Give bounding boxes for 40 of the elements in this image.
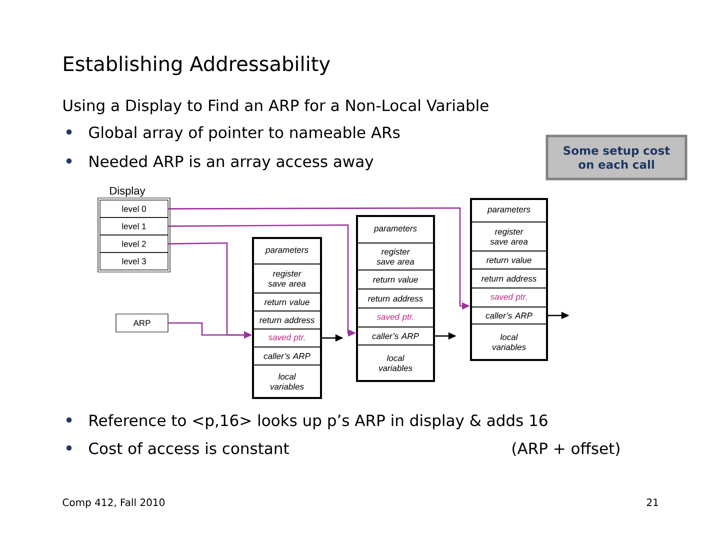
frame-cell: local variables xyxy=(470,324,548,360)
table-cell: level 1 xyxy=(100,217,168,236)
node-label: Display xyxy=(110,186,146,197)
footer-text: Comp 412, Fall 2010 xyxy=(62,498,164,508)
callout-box: Some setup cost on each call xyxy=(546,134,688,180)
frame-cell: register save area xyxy=(252,264,322,294)
bullet-text: Reference to <p,16> looks up p’s ARP in display & adds 16 xyxy=(90,414,548,430)
activation-record xyxy=(252,237,322,399)
frame-cell: saved ptr. xyxy=(252,328,322,348)
frame-cell: register save area xyxy=(356,242,434,270)
frame-cell: caller’s ARP xyxy=(470,306,548,324)
body-text: (ARP + offset) xyxy=(512,442,620,456)
frame-cell: parameters xyxy=(356,216,434,244)
page-number: 21 xyxy=(646,498,658,506)
table-cell: level 0 xyxy=(100,200,168,218)
frame-cell: return address xyxy=(470,268,548,288)
frame-cell: local variables xyxy=(252,364,322,398)
table-cell: level 2 xyxy=(100,234,168,253)
frame-cell: saved ptr. xyxy=(470,288,548,308)
frame-cell: local variables xyxy=(356,344,434,382)
frame-cell: parameters xyxy=(252,238,322,264)
title: Establishing Addressability xyxy=(64,56,330,76)
frame-cell: parameters xyxy=(470,198,548,222)
table-cell: ARP xyxy=(116,314,168,332)
activation-record xyxy=(470,198,548,361)
frame-cell: return value xyxy=(252,292,322,312)
bullet-text: Cost of access is constant xyxy=(89,442,289,454)
frame-cell: return address xyxy=(252,310,322,330)
frame-cell: caller’s ARP xyxy=(252,346,322,366)
bullet-text: Global array of pointer to nameable ARs xyxy=(89,126,400,142)
frame-cell: return value xyxy=(356,270,434,290)
frame-cell: saved ptr. xyxy=(356,308,434,328)
activation-record xyxy=(356,215,435,382)
table-cell: level 3 xyxy=(100,252,168,270)
bullet-text: Needed ARP is an array access away xyxy=(90,155,374,170)
frame-cell: caller’s ARP xyxy=(356,326,434,346)
frame-cell: return value xyxy=(470,250,548,270)
frame-cell: return address xyxy=(356,288,434,308)
frame-cell: register save area xyxy=(470,222,548,252)
body-text: Using a Display to Find an ARP for a Non-Local Variable xyxy=(64,99,488,114)
